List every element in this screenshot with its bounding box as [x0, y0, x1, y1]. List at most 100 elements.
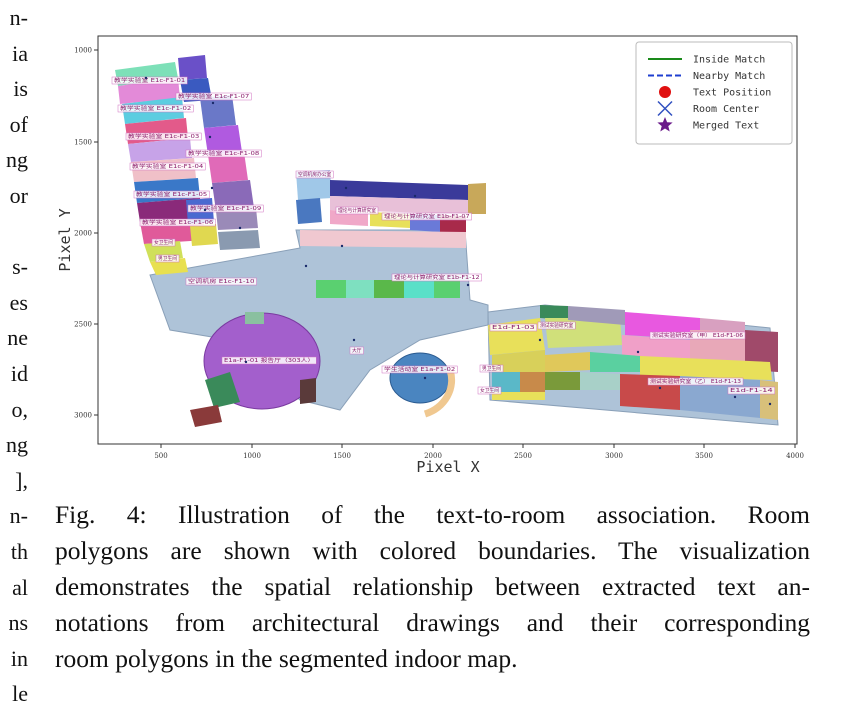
- caption-line: Fig. 4: Illustration of the text-to-room…: [55, 500, 810, 529]
- figure-caption: Fig. 4: Illustration of the text-to-room…: [55, 497, 810, 677]
- room-label: E1d-F1-14: [730, 388, 773, 394]
- x-tick-label: 2000: [424, 452, 442, 460]
- side-text-fragment: ns: [8, 610, 28, 636]
- room-polygon: [190, 405, 222, 427]
- room-polygon: [568, 306, 625, 325]
- room-label-box: [185, 277, 257, 286]
- room-center-marker: [636, 350, 640, 354]
- room-label-box: [187, 204, 264, 213]
- room-label: 测试实验研究室（甲） E1d-F1-06: [652, 332, 743, 339]
- room-label-box: [391, 273, 482, 282]
- room-center-marker: [733, 395, 737, 399]
- x-tick-label: 3500: [695, 452, 713, 460]
- room-center-marker: [244, 360, 248, 364]
- room-label-box: [117, 104, 194, 113]
- room-label: 大厅: [352, 347, 362, 354]
- room-label: 学生活动室 E1a-F1-02: [384, 366, 455, 373]
- room-polygon: [208, 152, 248, 183]
- room-polygon: [580, 372, 620, 390]
- room-polygon: [492, 350, 545, 372]
- x-axis-label: Pixel X: [416, 458, 479, 476]
- room-label-box: [221, 356, 317, 365]
- room-polygon: [218, 230, 260, 250]
- room-center-marker: [352, 338, 356, 342]
- room-label: E1a-F1-01 报告厅（303人）: [224, 357, 314, 364]
- room-polygon: [190, 224, 218, 246]
- room-label-box: [295, 170, 334, 179]
- room-label-box: [125, 132, 202, 141]
- room-label-box: [129, 162, 206, 171]
- side-text-fragment: in: [10, 645, 28, 671]
- room-label-box: [139, 218, 216, 227]
- room-center-marker: [344, 186, 348, 190]
- room-polygon: [300, 230, 466, 248]
- room-polygon: [216, 208, 258, 230]
- room-center-marker: [211, 101, 215, 105]
- room-polygon: [118, 78, 180, 104]
- room-center-marker: [304, 264, 308, 268]
- room-polygon: [296, 198, 322, 224]
- side-text-fragment: th: [10, 538, 28, 564]
- side-text-fragment: ng: [6, 432, 28, 458]
- room-label-box: [727, 386, 775, 395]
- room-markers: [144, 76, 772, 406]
- legend-symbol-x-mark: [657, 100, 673, 117]
- legend-label: Merged Text: [693, 121, 759, 132]
- side-text-fragment: ng: [6, 147, 28, 173]
- arc-room-polygon: [423, 368, 456, 418]
- room-center-marker: [203, 208, 207, 212]
- room-label: 教学实验室 E1c-F1-07: [178, 93, 249, 100]
- side-text-fragment: s-: [12, 254, 28, 280]
- room-polygon: [540, 305, 568, 320]
- room-center-marker: [768, 402, 772, 406]
- room-label: 教学实验室 E1c-F1-06: [142, 219, 213, 226]
- legend-box: [635, 41, 793, 145]
- x-tick-label: 500: [154, 452, 167, 460]
- side-text-fragment: of: [9, 111, 28, 137]
- room-polygon: [622, 335, 690, 360]
- caption-line: demonstrates the spatial relationship be…: [55, 572, 810, 601]
- room-label: 教学实验室 E1c-F1-04: [132, 163, 203, 170]
- room-polygon: [468, 183, 486, 214]
- x-tick-label: 2500: [514, 452, 532, 460]
- legend-label: Room Center: [693, 104, 759, 115]
- y-tick-label: 1500: [74, 139, 92, 147]
- room-label-box: [185, 149, 262, 158]
- room-label: 教学实验室 E1c-F1-09: [190, 205, 261, 212]
- legend-symbol-star: [657, 117, 673, 132]
- room-polygon: [212, 180, 254, 211]
- north-wing-rooms: [296, 170, 486, 298]
- room-center-marker: [340, 244, 344, 248]
- room-label: 理论与计算研究室 E1b-F1-07: [384, 213, 470, 220]
- room-polygon: [640, 356, 772, 380]
- room-center-marker: [413, 194, 417, 198]
- room-center-marker: [238, 226, 242, 230]
- side-text-fragment: n-: [9, 5, 28, 30]
- room-polygon: [137, 198, 202, 222]
- room-center-marker: [208, 135, 212, 139]
- x-tick-label: 4000: [786, 452, 804, 460]
- room-polygon: [204, 125, 242, 155]
- caption-line: notations from architectural drawings an…: [55, 608, 810, 637]
- legend-label: Inside Match: [693, 55, 765, 66]
- room-label-box: [155, 254, 180, 263]
- room-label: 教学实验室 E1c-F1-08: [188, 150, 259, 157]
- room-polygon: [760, 380, 778, 420]
- room-polygon: [346, 280, 374, 298]
- caption-line: polygons are shown with colored boundari…: [55, 536, 810, 565]
- student-room-polygon: [389, 352, 451, 404]
- room-polygon: [680, 376, 760, 418]
- room-label: 教学实验室 E1c-F1-03: [128, 133, 199, 140]
- room-label: 教学实验室 E1c-F1-05: [136, 191, 207, 198]
- room-polygon: [178, 55, 207, 80]
- side-text-fragment: n-: [9, 503, 28, 529]
- side-text-fragment: ia: [12, 40, 28, 66]
- room-label-box: [111, 76, 188, 85]
- east-wing-rooms: [488, 305, 778, 420]
- room-polygon: [545, 372, 580, 390]
- y-tick-label: 2000: [74, 230, 92, 238]
- y-tick-label: 2500: [74, 321, 92, 329]
- room-label: 男卫生间: [482, 365, 501, 372]
